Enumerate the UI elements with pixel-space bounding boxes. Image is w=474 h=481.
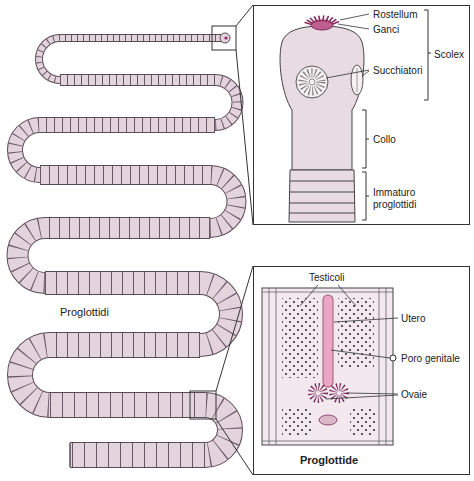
part-label: Ganci: [373, 24, 399, 36]
part-label: Ovaie: [401, 389, 427, 401]
leader-lines: [326, 14, 369, 78]
part-label: Utero: [401, 313, 425, 325]
worm-head: [220, 33, 230, 43]
part-label: Immaturo proglottidi: [373, 187, 435, 211]
zoom-markers: [190, 5, 253, 475]
inset-box: TesticoliUteroPoro genitaleOvaieProglott…: [253, 266, 470, 475]
part-label: Testicoli: [309, 272, 345, 284]
inset-box: RostellumGanciScolexSucchiatoriColloImma…: [253, 5, 470, 225]
part-label: Collo: [373, 134, 396, 146]
leader-lines: [300, 285, 398, 399]
part-label: Proglottide: [300, 454, 358, 466]
part-label: Poro genitale: [401, 353, 460, 365]
part-label: Rostellum: [373, 9, 417, 21]
proglottid-drawing: [262, 288, 396, 445]
scolex-drawing: [280, 16, 364, 222]
worm-outline: [15, 38, 238, 455]
region-label: Proglottidi: [60, 306, 109, 319]
worm-segments: [15, 38, 238, 467]
worm-body: [15, 38, 238, 455]
part-label: Scolex: [434, 49, 464, 61]
part-label: Succhiatori: [373, 65, 422, 77]
